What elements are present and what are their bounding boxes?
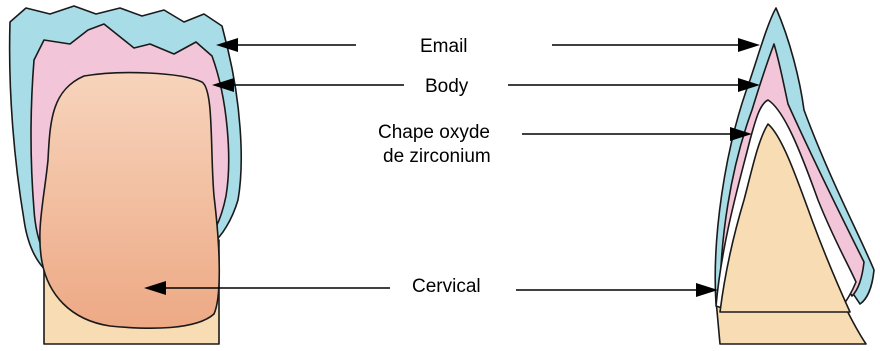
- sagittal-tooth-view: [714, 7, 875, 345]
- label-body: Body: [425, 76, 469, 97]
- arrow-cervical-right: [516, 283, 718, 297]
- frontal-core: [39, 71, 221, 329]
- arrow-body-right: [508, 78, 760, 92]
- label-email: Email: [420, 36, 468, 57]
- arrow-cervical-left: [144, 281, 390, 295]
- arrow-email-right: [552, 38, 760, 52]
- arrow-email-left: [216, 38, 356, 52]
- label-chape-line2: de zirconium: [383, 146, 491, 167]
- label-cervical: Cervical: [412, 276, 481, 297]
- label-chape-line1: Chape oxyde: [378, 122, 490, 143]
- frontal-tooth-view: [8, 5, 242, 345]
- arrow-body-left: [212, 78, 404, 92]
- arrow-chape: [522, 127, 752, 141]
- sagittal-core: [719, 123, 851, 313]
